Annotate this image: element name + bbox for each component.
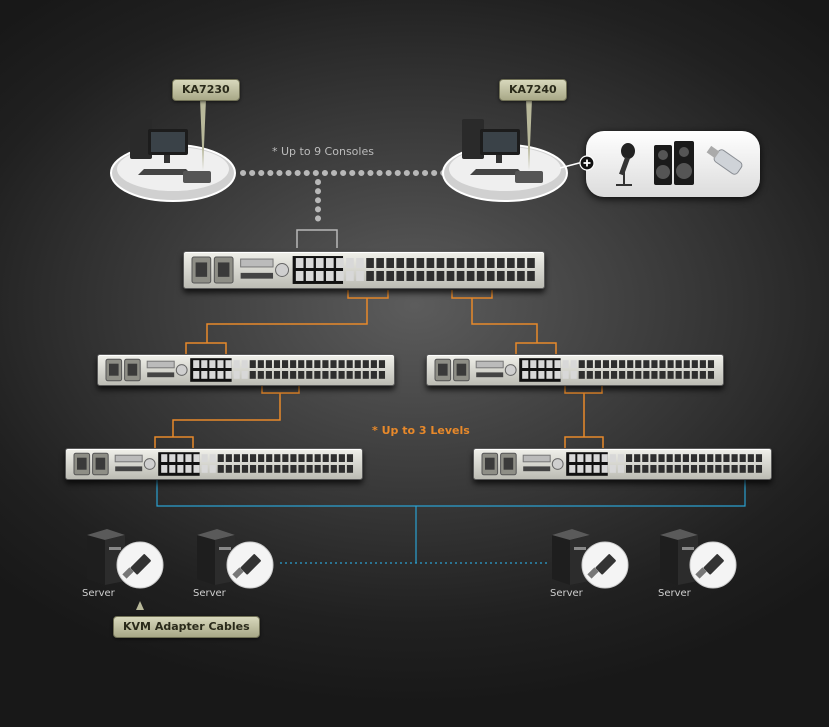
callout-ka7230: KA7230: [172, 79, 240, 101]
kvm-adapter-icon: [116, 541, 164, 589]
console-left: [110, 119, 236, 202]
cascade-top-right: [451, 290, 538, 343]
console-right: [442, 119, 568, 202]
server-bus: [156, 480, 746, 507]
speakers-icon: [654, 141, 694, 185]
cascade-mid-right: [564, 385, 603, 437]
kvm-switch-level2-right: [426, 354, 724, 386]
kvm-switch-level2-left: [97, 354, 395, 386]
console-bracket: [296, 229, 338, 248]
callout-ka7240: KA7240: [499, 79, 567, 101]
kvm-adapter-icon: [581, 541, 629, 589]
microphone-icon: [616, 143, 635, 186]
server-unit: [85, 527, 175, 597]
server-unit: [550, 527, 640, 597]
server-label: Server: [550, 588, 583, 599]
callout-kvm-adapter-cables: KVM Adapter Cables: [113, 616, 260, 638]
server-label: Server: [658, 588, 691, 599]
kvm-switch-level3-left: [65, 448, 363, 480]
server-unit: [195, 527, 285, 597]
usb-drive-icon: [706, 145, 743, 175]
server-tower-icon: [197, 529, 235, 585]
cascade-top-left: [206, 290, 389, 343]
server-label: Server: [82, 588, 115, 599]
kvm-adapter-icon: [226, 541, 274, 589]
plus-icon: [579, 155, 595, 171]
kvm-switch-level1: [183, 251, 545, 289]
cascade-mid-left: [172, 385, 300, 437]
kvm-switch-level3-right: [473, 448, 772, 480]
kvm-adapter-icon: [689, 541, 737, 589]
server-unit: [658, 527, 748, 597]
server-label: Server: [193, 588, 226, 599]
levels-annotation: * Up to 3 Levels: [372, 424, 470, 437]
peripheral-panel: [586, 131, 760, 197]
consoles-annotation: * Up to 9 Consoles: [272, 145, 374, 158]
